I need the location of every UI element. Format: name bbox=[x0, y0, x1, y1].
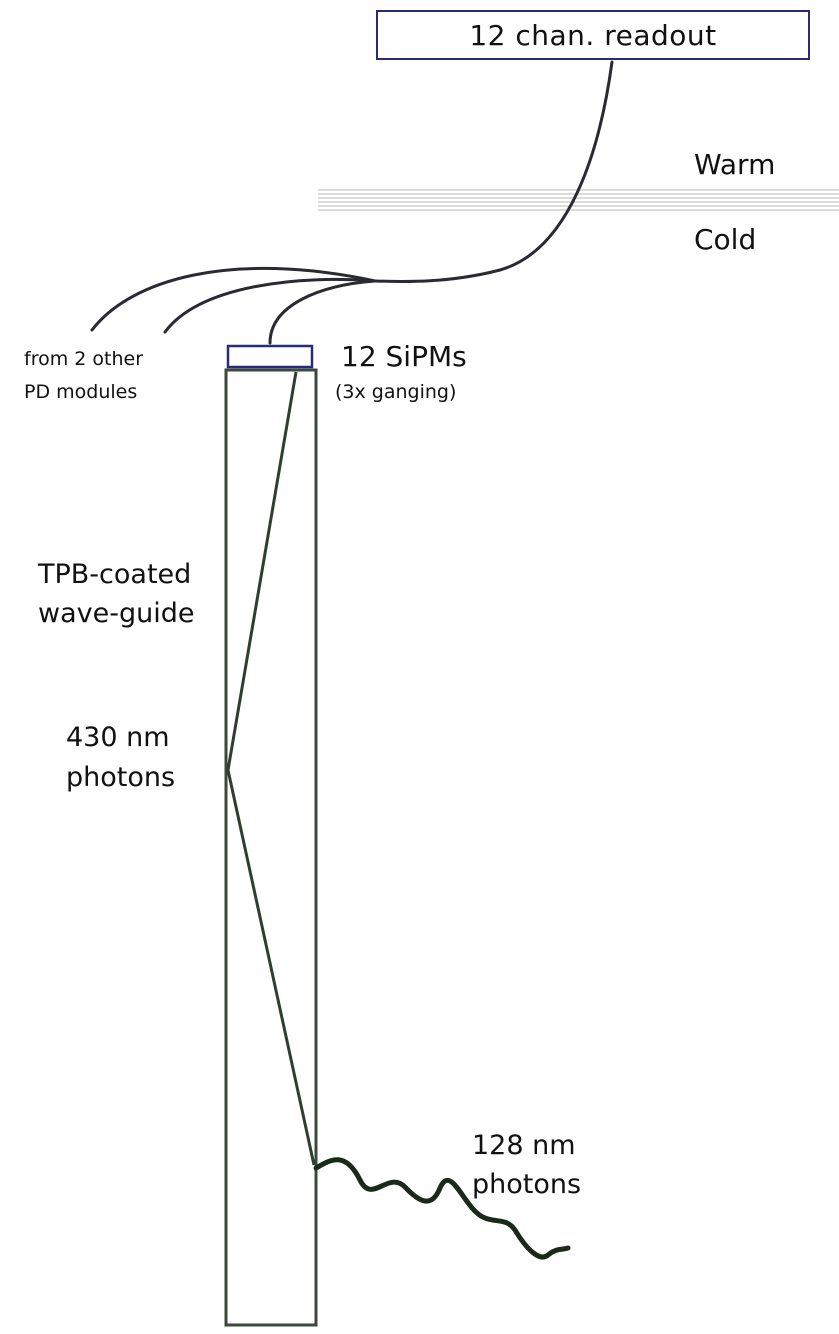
readout-box: 12 chan. readout bbox=[376, 10, 810, 60]
sipm-label: 12 SiPMs bbox=[341, 340, 467, 373]
waveguide-label-line1: TPB-coated bbox=[38, 559, 192, 590]
cable-from-module-b bbox=[163, 277, 377, 334]
warm-label: Warm bbox=[694, 148, 776, 181]
visible-photons-line2: photons bbox=[66, 762, 176, 793]
uv-photon-wave bbox=[313, 1157, 571, 1260]
warm-cold-boundary bbox=[318, 189, 839, 211]
readout-label: 12 chan. readout bbox=[469, 18, 717, 52]
waveguide-label-line2: wave-guide bbox=[38, 598, 195, 629]
cold-label: Cold bbox=[694, 223, 757, 256]
uv-photons-line1: 128 nm bbox=[472, 1130, 576, 1161]
main-cable bbox=[373, 60, 614, 284]
sipm-sublabel: (3x ganging) bbox=[335, 381, 457, 403]
waveguide-bar bbox=[224, 368, 318, 1327]
sipm-array-box bbox=[226, 344, 314, 369]
signal-cables bbox=[90, 60, 614, 345]
cable-from-module-a bbox=[90, 266, 377, 332]
visible-photons-line1: 430 nm bbox=[66, 722, 170, 753]
other-modules-line2: PD modules bbox=[24, 381, 138, 403]
other-modules-line1: from 2 other bbox=[24, 348, 144, 370]
uv-photons-line2: photons bbox=[472, 1169, 582, 1200]
photon-ray bbox=[226, 371, 316, 1166]
cable-from-sipm bbox=[268, 279, 377, 345]
